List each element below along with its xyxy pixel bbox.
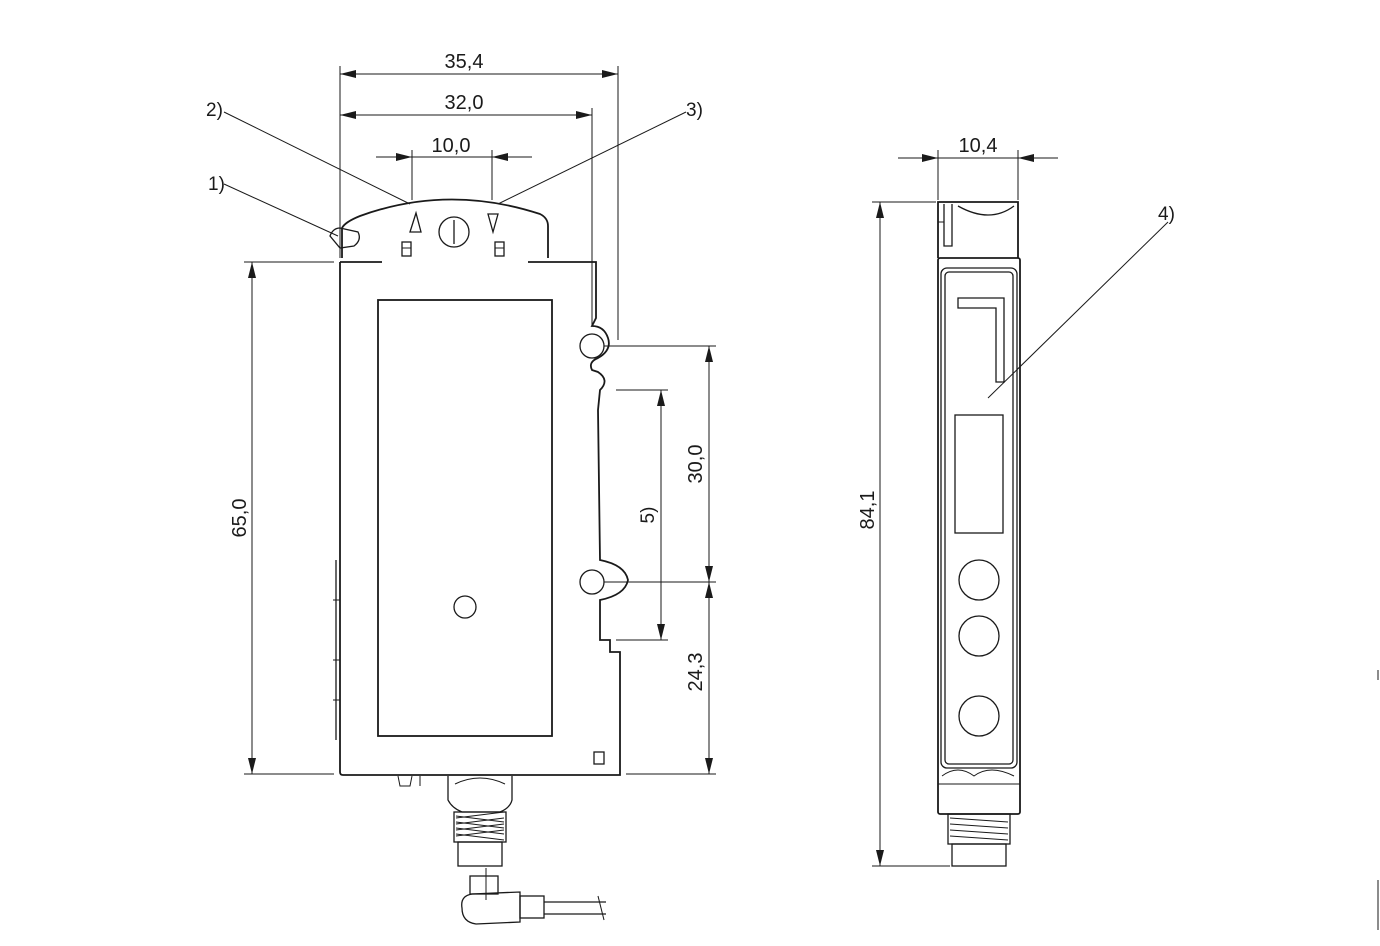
dim-body-height: 65,0	[229, 499, 251, 538]
display-window	[377, 299, 553, 737]
side-view: 10,4 84,1 4)	[857, 135, 1175, 867]
dim-bottom-offset: 24,3	[685, 653, 707, 692]
bottom-bumps	[941, 769, 1015, 777]
connector-arc	[454, 777, 506, 785]
leader-3	[497, 111, 687, 205]
led-arrow-up-icon	[409, 210, 422, 233]
potentiometer	[438, 216, 470, 248]
latch-tab	[329, 227, 360, 249]
cable-sleeve	[519, 895, 545, 919]
leader-4	[987, 221, 1169, 399]
cable-plug-body	[461, 891, 521, 925]
led-right	[494, 241, 505, 257]
thread-lines	[455, 811, 505, 841]
side-housing-inner	[940, 267, 1018, 769]
front-view: 35,4 32,0 10,0 65,0 30,0 24,3	[206, 51, 716, 925]
dim-hole-spacing: 30,0	[685, 445, 707, 484]
side-top-cap	[937, 201, 1019, 258]
lens-bracket	[957, 297, 1005, 383]
connector-collar	[447, 776, 513, 813]
side-dim-height: 84,1	[857, 491, 879, 530]
callout-5: 5)	[638, 507, 659, 524]
top-cap	[341, 198, 549, 258]
small-marker	[593, 751, 605, 765]
side-face-panel	[944, 271, 1014, 765]
led-left	[401, 241, 412, 257]
housing-outline	[339, 261, 629, 776]
button-3	[958, 695, 1000, 737]
dim-overall-width: 35,4	[445, 51, 484, 73]
mounting-hole-bottom	[579, 569, 605, 595]
button-2	[958, 615, 1000, 657]
mounting-hole-top	[579, 333, 605, 359]
callout-4: 4)	[1158, 204, 1175, 225]
bottom-clip	[397, 775, 421, 787]
leader-1	[223, 183, 339, 237]
cable-cut	[597, 895, 605, 921]
side-thread-lines	[949, 817, 1009, 841]
leader-2	[223, 111, 411, 205]
dim-indicator-spacing: 10,0	[432, 135, 471, 157]
center-button	[453, 595, 477, 619]
callout-3: 3)	[686, 100, 703, 121]
side-housing	[937, 257, 1021, 815]
side-display	[954, 414, 1004, 534]
side-connector-body	[951, 843, 1007, 867]
connector-body	[457, 841, 503, 867]
cable-plug-head	[469, 875, 499, 895]
dim-body-width: 32,0	[445, 92, 484, 114]
button-1	[958, 559, 1000, 601]
side-pot	[957, 205, 1015, 216]
callout-1: 1)	[208, 174, 225, 195]
side-dim-width: 10,4	[959, 135, 998, 157]
led-arrow-down-icon	[487, 213, 499, 235]
callout-2: 2)	[206, 100, 223, 121]
side-clip	[943, 204, 953, 247]
